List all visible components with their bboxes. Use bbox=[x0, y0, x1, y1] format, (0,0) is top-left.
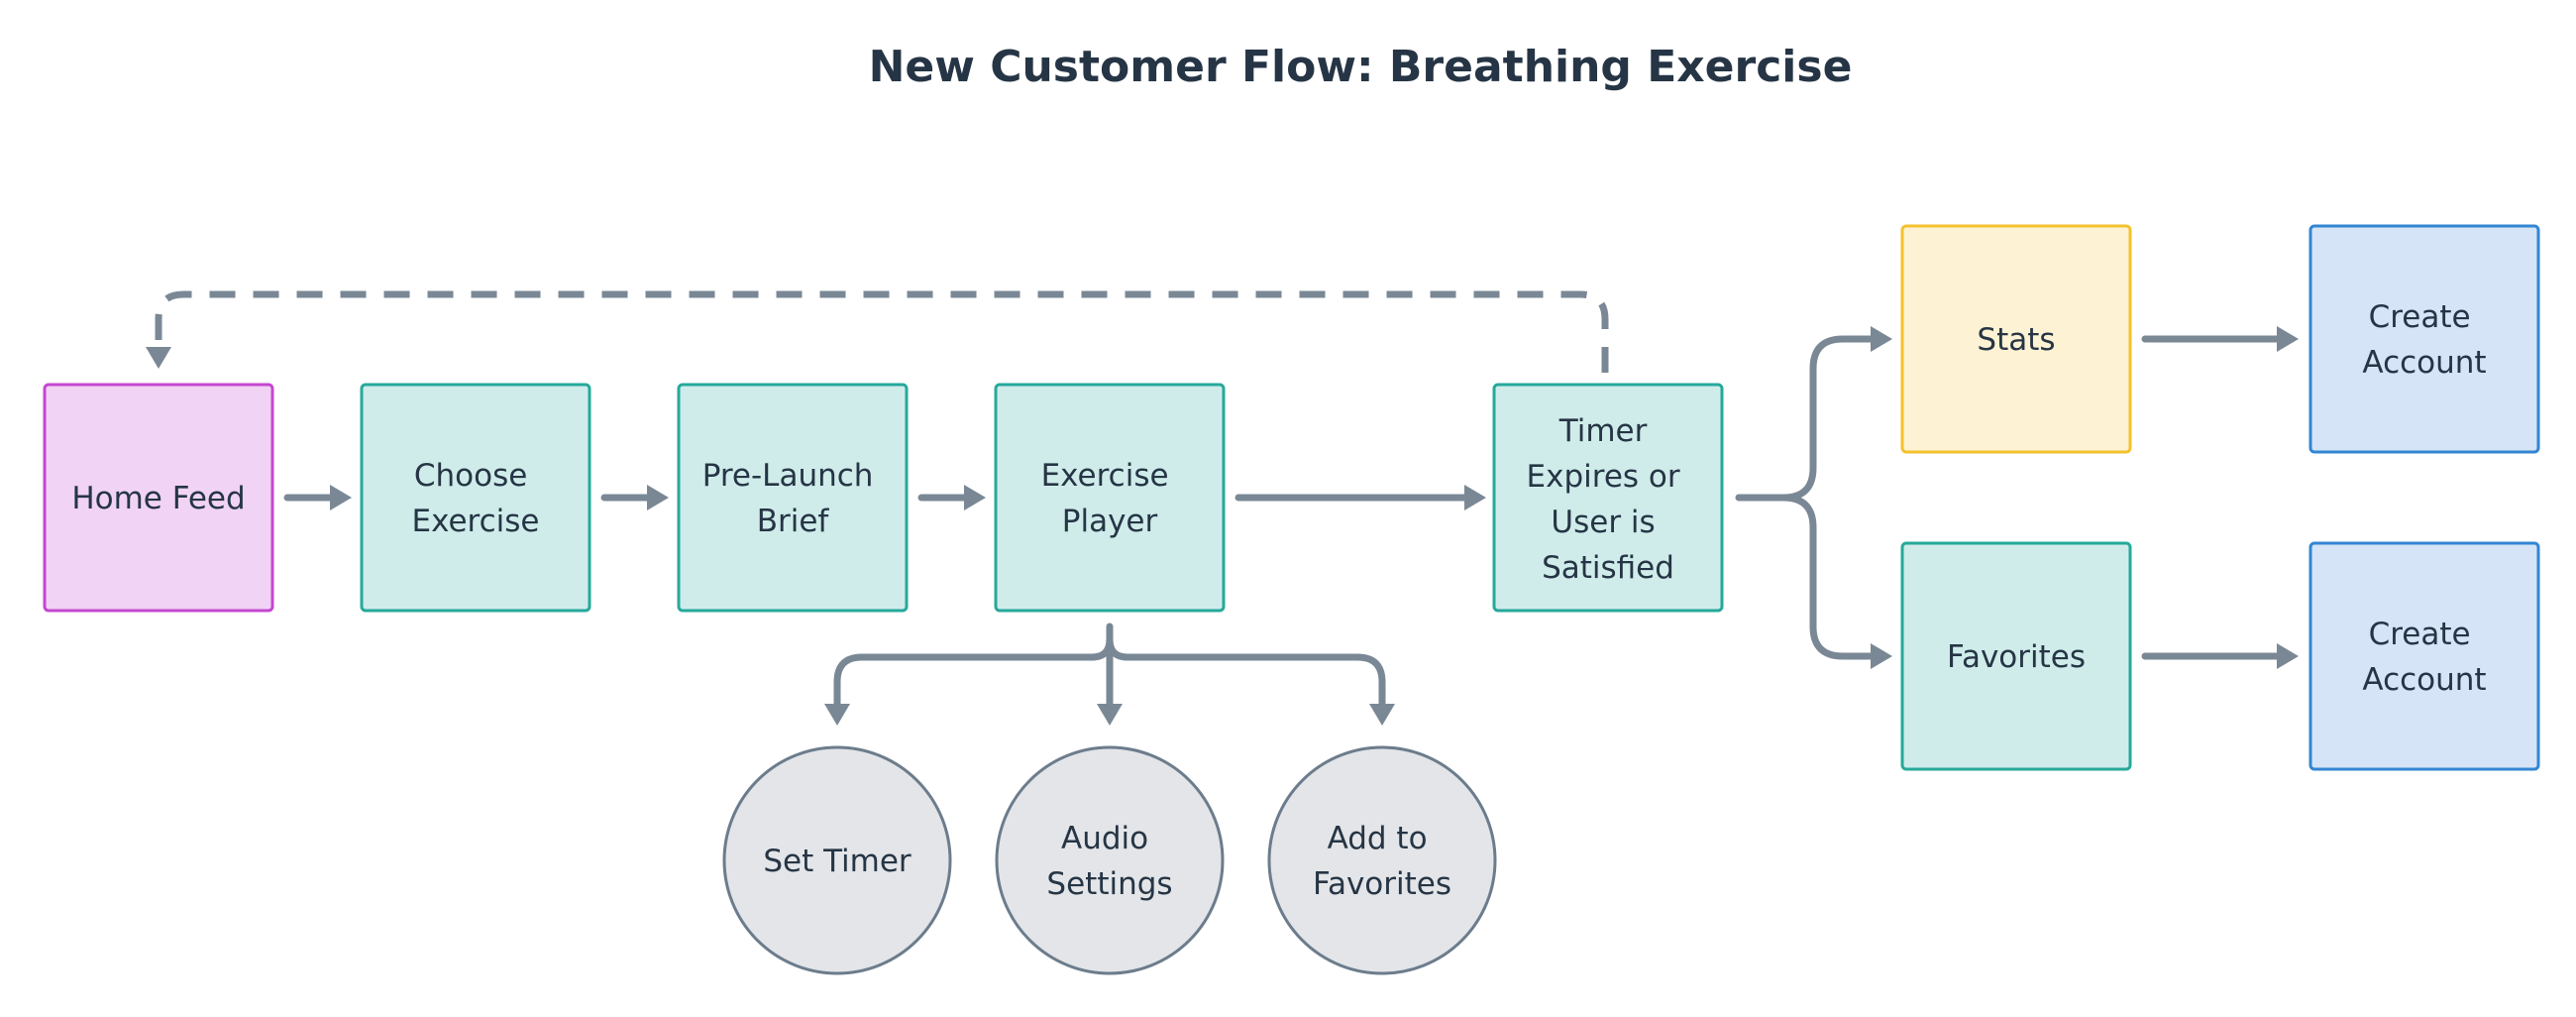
node-pre-launch-brief[interactable]: Pre-Launch Brief bbox=[677, 383, 909, 613]
node-favorites-label-line-1: Favorites bbox=[1947, 639, 2086, 675]
node-exercise-player-label-line-2: Player bbox=[1062, 504, 1158, 539]
edge-exercise-player-to-options bbox=[824, 622, 1395, 726]
node-choose-exercise-label-line-2: Exercise bbox=[412, 504, 540, 539]
node-set-timer-label: Set Timer bbox=[763, 844, 912, 879]
node-pre-launch-brief-label-line-1: Pre-Launch bbox=[702, 458, 874, 494]
node-home-feed-box bbox=[43, 383, 274, 613]
node-stats-label-line-1: Stats bbox=[1977, 322, 2055, 358]
node-home-feed[interactable]: Home Feed bbox=[43, 383, 274, 613]
node-timer-expires[interactable]: Timer Expires or User is Satisfied bbox=[1492, 383, 1724, 613]
node-timer-expires-label-line-3: User is bbox=[1551, 505, 1655, 540]
edges bbox=[146, 290, 2299, 726]
node-create-account-2-label-line-2: Account bbox=[2362, 662, 2486, 698]
node-create-account-2-label: Create Account bbox=[2362, 617, 2486, 698]
node-favorites-label: Favorites bbox=[1947, 639, 2086, 675]
node-stats[interactable]: Stats bbox=[1900, 224, 2132, 454]
node-audio-settings-label-line-2: Settings bbox=[1046, 866, 1172, 902]
node-choose-exercise-label-line-1: Choose bbox=[414, 458, 527, 494]
node-exercise-player-box bbox=[994, 383, 1226, 613]
node-choose-exercise-box bbox=[360, 383, 591, 613]
node-audio-settings[interactable]: Audio Settings bbox=[995, 745, 1225, 975]
node-set-timer-circle bbox=[722, 745, 952, 975]
node-add-to-favorites-label-line-1: Add to bbox=[1328, 821, 1428, 856]
edge-exercise-player-to-timer-expires bbox=[1234, 485, 1486, 510]
node-set-timer-label-line-1: Set Timer bbox=[763, 844, 912, 879]
edge-stats-to-create-account bbox=[2141, 326, 2299, 352]
edge-pre-launch-brief-to-exercise-player bbox=[917, 485, 986, 510]
edge-home-feed-to-choose-exercise bbox=[283, 485, 352, 510]
edge-timer-expires-to-home-feed-loop bbox=[146, 290, 1609, 373]
node-pre-launch-brief-label-line-2: Brief bbox=[757, 504, 830, 539]
node-pre-launch-brief-box bbox=[677, 383, 909, 613]
node-exercise-player-label: Exercise Player bbox=[1041, 458, 1179, 539]
node-create-account-2-label-line-1: Create bbox=[2369, 617, 2471, 652]
node-pre-launch-brief-label: Pre-Launch Brief bbox=[702, 458, 884, 539]
node-audio-settings-label: Audio Settings bbox=[1046, 821, 1172, 902]
node-create-account-1-label-line-1: Create bbox=[2369, 299, 2471, 335]
node-home-feed-label-line-1: Home Feed bbox=[71, 481, 245, 516]
node-create-account-1-box bbox=[2308, 224, 2540, 454]
node-favorites-box bbox=[1900, 541, 2132, 771]
node-favorites[interactable]: Favorites bbox=[1900, 541, 2132, 771]
node-set-timer[interactable]: Set Timer bbox=[722, 745, 952, 975]
node-choose-exercise-label: Choose Exercise bbox=[412, 458, 540, 539]
diagram-title: New Customer Flow: Breathing Exercise bbox=[869, 42, 1853, 92]
node-timer-expires-label-line-1: Timer bbox=[1558, 413, 1648, 449]
node-timer-expires-label-line-2: Expires or bbox=[1527, 459, 1680, 495]
edge-favorites-to-create-account bbox=[2141, 643, 2299, 669]
node-stats-box bbox=[1900, 224, 2132, 454]
node-stats-label: Stats bbox=[1977, 322, 2055, 358]
node-exercise-player[interactable]: Exercise Player bbox=[994, 383, 1226, 613]
node-audio-settings-label-line-1: Audio bbox=[1061, 821, 1148, 856]
node-add-to-favorites[interactable]: Add to Favorites bbox=[1267, 745, 1497, 975]
node-add-to-favorites-label: Add to Favorites bbox=[1313, 821, 1451, 902]
node-add-to-favorites-circle bbox=[1267, 745, 1497, 975]
node-home-feed-label: Home Feed bbox=[71, 481, 245, 516]
node-timer-expires-box bbox=[1492, 383, 1724, 613]
node-choose-exercise[interactable]: Choose Exercise bbox=[360, 383, 591, 613]
node-create-account-2-box bbox=[2308, 541, 2540, 771]
node-create-account-1-label-line-2: Account bbox=[2362, 345, 2486, 381]
node-timer-expires-label: Timer Expires or User is Satisfied bbox=[1527, 413, 1690, 586]
edge-choose-exercise-to-pre-launch-brief bbox=[600, 485, 669, 510]
nodes: Home Feed Choose Exercise Pre-Launch Bri… bbox=[43, 224, 2540, 975]
node-exercise-player-label-line-1: Exercise bbox=[1041, 458, 1169, 494]
node-timer-expires-label-line-4: Satisfied bbox=[1542, 550, 1674, 586]
node-create-account-1[interactable]: Create Account bbox=[2308, 224, 2540, 454]
node-create-account-1-label: Create Account bbox=[2362, 299, 2486, 381]
node-audio-settings-circle bbox=[995, 745, 1225, 975]
node-add-to-favorites-label-line-2: Favorites bbox=[1313, 866, 1451, 902]
edge-timer-expires-to-stats-and-favorites bbox=[1735, 326, 1892, 669]
node-create-account-2[interactable]: Create Account bbox=[2308, 541, 2540, 771]
